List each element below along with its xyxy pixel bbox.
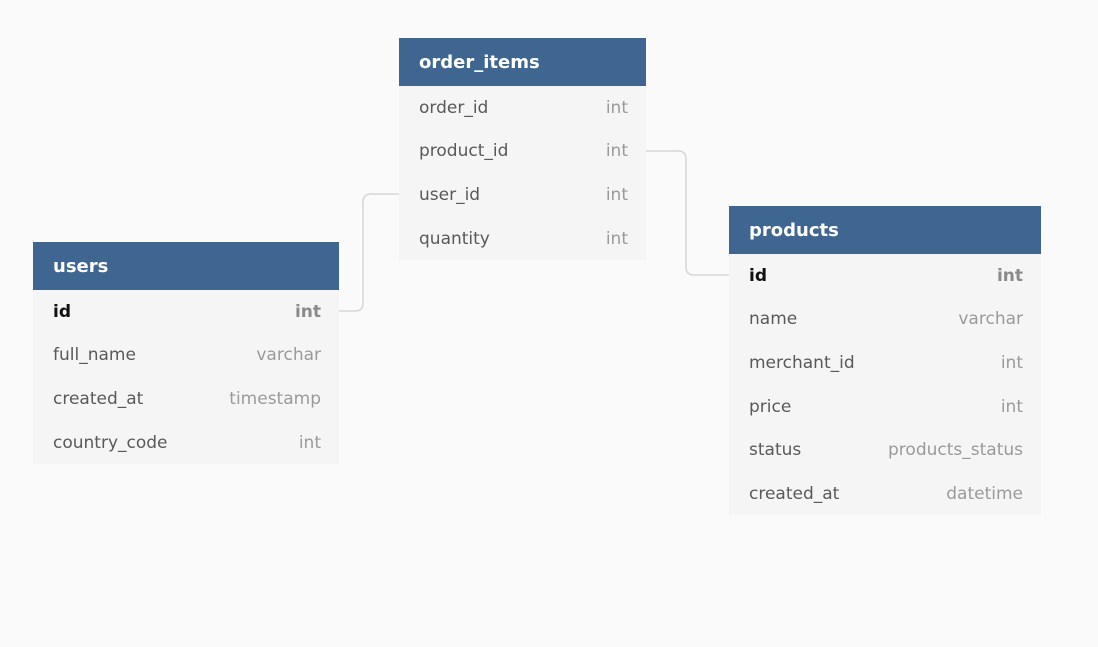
column-type: int: [605, 141, 628, 162]
connector-order-items-product-id-to-products-id[interactable]: [646, 150, 729, 276]
column-type: products_status: [888, 440, 1023, 461]
column-type: int: [605, 184, 628, 205]
table-header-order-items[interactable]: order_items: [399, 38, 646, 86]
column-row-full-name[interactable]: full_name varchar: [33, 334, 339, 378]
table-header-products[interactable]: products: [729, 206, 1041, 254]
connector-users-id-to-order-items-user-id[interactable]: [339, 193, 399, 312]
column-name: order_id: [419, 97, 489, 118]
column-row-id[interactable]: id int: [729, 254, 1041, 298]
column-type: int: [996, 265, 1023, 286]
column-row-price[interactable]: price int: [729, 385, 1041, 429]
column-row-user-id[interactable]: user_id int: [399, 173, 646, 217]
column-type: datetime: [946, 483, 1023, 504]
column-type: int: [298, 432, 321, 453]
table-header-users[interactable]: users: [33, 242, 339, 290]
column-type: int: [1000, 396, 1023, 417]
column-name: status: [749, 440, 802, 461]
column-name: country_code: [53, 432, 168, 453]
column-type: varchar: [958, 309, 1023, 330]
column-row-quantity[interactable]: quantity int: [399, 217, 646, 261]
column-name: product_id: [419, 141, 509, 162]
column-name: created_at: [749, 483, 840, 504]
column-type: varchar: [256, 345, 321, 366]
column-name: price: [749, 396, 792, 417]
table-products[interactable]: products id int name varchar merchant_id…: [729, 206, 1041, 515]
column-type: int: [294, 301, 321, 322]
column-name: quantity: [419, 228, 490, 249]
column-type: int: [605, 228, 628, 249]
column-name: created_at: [53, 388, 144, 409]
table-users[interactable]: users id int full_name varchar created_a…: [33, 242, 339, 464]
column-row-order-id[interactable]: order_id int: [399, 86, 646, 130]
column-type: int: [1000, 352, 1023, 373]
column-row-id[interactable]: id int: [33, 290, 339, 334]
column-row-merchant-id[interactable]: merchant_id int: [729, 341, 1041, 385]
column-name: merchant_id: [749, 352, 855, 373]
column-row-country-code[interactable]: country_code int: [33, 421, 339, 465]
column-type: int: [605, 97, 628, 118]
column-name: id: [749, 265, 767, 286]
column-row-created-at[interactable]: created_at datetime: [729, 472, 1041, 516]
column-row-created-at[interactable]: created_at timestamp: [33, 377, 339, 421]
column-row-product-id[interactable]: product_id int: [399, 130, 646, 174]
column-row-status[interactable]: status products_status: [729, 428, 1041, 472]
column-name: full_name: [53, 345, 136, 366]
column-name: name: [749, 309, 798, 330]
column-name: user_id: [419, 184, 481, 205]
table-order-items[interactable]: order_items order_id int product_id int …: [399, 38, 646, 260]
column-row-name[interactable]: name varchar: [729, 298, 1041, 342]
column-name: id: [53, 301, 71, 322]
column-type: timestamp: [229, 388, 321, 409]
